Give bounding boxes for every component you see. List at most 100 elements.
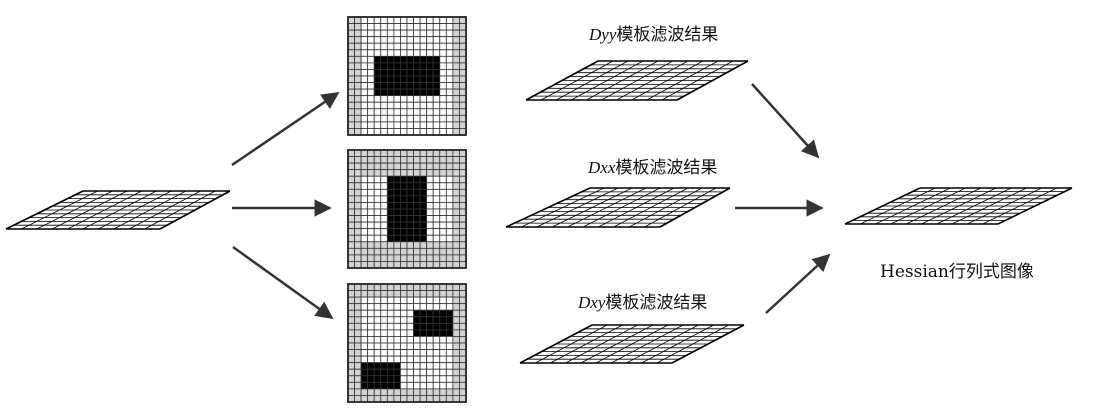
kernel-cell (373, 202, 382, 210)
kernel-cell (373, 29, 382, 38)
kernel-cell (459, 149, 467, 157)
kernel-cell (373, 188, 382, 197)
kernel-cell (413, 182, 421, 190)
kernel-cell (373, 381, 382, 390)
kernel-cell (419, 309, 428, 318)
kernel-cell (380, 62, 388, 70)
grid-line (601, 60, 674, 101)
kernel-cell (400, 355, 408, 364)
kernel-cell (373, 42, 382, 51)
kernel-cell (406, 261, 414, 269)
kernel-cell (373, 303, 382, 311)
kernel-cell (432, 381, 441, 390)
grid-line (631, 60, 704, 101)
kernel-cell (373, 88, 382, 97)
kernel-cell (459, 101, 467, 110)
kernel-cell (419, 29, 428, 38)
kernel-cell (419, 195, 428, 203)
dxx-kernel (347, 149, 467, 269)
kernel-cell (445, 95, 454, 103)
kernel-cell (419, 75, 428, 83)
kernel-cell (380, 175, 388, 184)
kernel-cell (413, 329, 421, 337)
kernel-cell (354, 247, 362, 256)
kernel-cell (439, 202, 447, 210)
kernel-cell (426, 303, 434, 311)
kernel-cell (426, 128, 434, 136)
kernel-cell (459, 121, 467, 129)
kernel-cell (445, 290, 454, 298)
kernel-cell (439, 62, 447, 70)
kernel-cell (413, 309, 421, 318)
kernel-cell (459, 234, 467, 243)
kernel-cell (393, 62, 401, 70)
kernel-cell (373, 121, 382, 129)
grid-line (676, 60, 749, 101)
kernel-cell (413, 261, 421, 269)
kernel-cell (432, 23, 441, 31)
kernel-cell (445, 36, 454, 44)
kernel-cell (367, 188, 375, 197)
kernel-cell (380, 195, 388, 203)
kernel-cell (347, 82, 355, 90)
grid-line (82, 190, 157, 230)
kernel-cell (347, 309, 355, 318)
kernel-cell (413, 156, 421, 164)
kernel-cell (445, 108, 454, 116)
kernel-cell (445, 23, 454, 31)
kernel-cell (354, 36, 362, 44)
input-image-grid (5, 190, 231, 230)
kernel-cell (347, 342, 355, 350)
kernel-cell (400, 175, 408, 184)
kernel-cell (413, 49, 421, 57)
kernel-cell (406, 228, 414, 236)
kernel-cell (347, 149, 355, 157)
kernel-cell (367, 195, 375, 203)
kernel-cell (380, 381, 388, 390)
kernel-cell (393, 303, 401, 311)
dxx-result-grid (505, 187, 731, 228)
grid-line (613, 187, 689, 228)
kernel-cell (386, 283, 395, 291)
kernel-cell (380, 368, 388, 377)
kernel-cell (367, 368, 375, 377)
kernel-cell (419, 169, 428, 177)
grid-line (595, 324, 669, 364)
kernel-cell (386, 82, 395, 90)
kernel-cell (439, 215, 447, 223)
kernel-cell (426, 254, 434, 262)
kernel-cell (432, 101, 441, 110)
kernel-cell (400, 202, 408, 210)
kernel-cell (373, 336, 382, 344)
kernel-cell (445, 381, 454, 390)
kernel-cell (413, 349, 421, 357)
kernel-cell (400, 296, 408, 305)
kernel-cell (354, 49, 362, 57)
kernel-cell (426, 388, 434, 396)
arrow-input-to-dxy (232, 245, 334, 320)
kernel-cell (439, 355, 447, 364)
kernel-cell (445, 336, 454, 344)
kernel-cell (459, 195, 467, 203)
kernel-cell (445, 309, 454, 318)
kernel-cell (360, 128, 369, 136)
kernel-cell (452, 296, 460, 305)
kernel-cell (439, 69, 447, 77)
kernel-cell (432, 182, 441, 190)
kernel-cell (360, 355, 369, 364)
kernel-cell (373, 23, 382, 31)
kernel-cell (413, 362, 421, 370)
kernel-cell (354, 69, 362, 77)
kernel-cell (347, 254, 355, 262)
kernel-cell (354, 234, 362, 243)
kernel-cell (347, 175, 355, 184)
kernel-cell (393, 121, 401, 129)
kernel-cell (452, 283, 460, 291)
kernel-cell (413, 128, 421, 136)
kernel-cell (452, 234, 460, 243)
kernel-cell (413, 296, 421, 305)
kernel-cell (400, 62, 408, 70)
kernel-cell (413, 169, 421, 177)
kernel-cell (354, 149, 362, 157)
kernel-cell (386, 88, 395, 97)
